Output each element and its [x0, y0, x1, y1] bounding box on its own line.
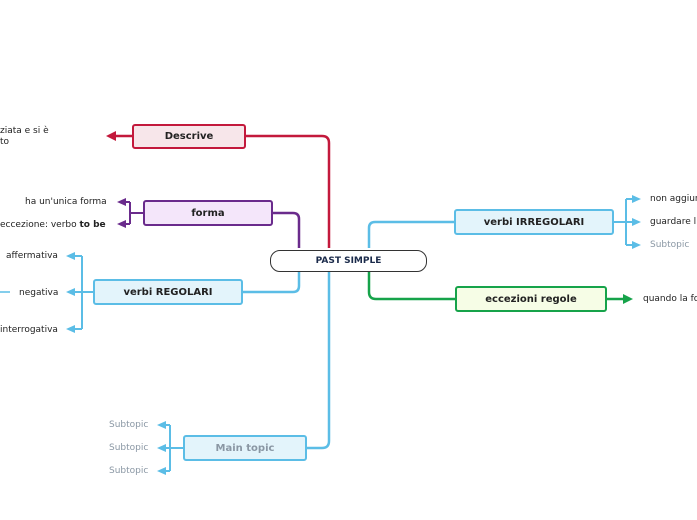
arrow-forma-1 — [117, 198, 126, 206]
subtopic-forma-2[interactable]: eccezione: verbo to be — [0, 220, 106, 230]
subtopic-affermativa[interactable]: affermativa — [6, 251, 58, 261]
topic-descrive-label: Descrive — [164, 131, 214, 142]
topic-verbi-irregolari[interactable]: verbi IRREGOLARI — [454, 209, 614, 235]
subtopic-forma-2-bold: to be — [79, 220, 106, 230]
connector-regolari — [243, 272, 301, 294]
subtopic-irregolari-2[interactable]: guardare l — [650, 217, 697, 227]
subtopic-main-1[interactable]: Subtopic — [109, 420, 149, 430]
arrow-eccezioni — [623, 294, 633, 304]
connector-irregolari — [367, 220, 454, 248]
arrow-regolari-3 — [66, 325, 75, 333]
subtopic-irregolari-1[interactable]: non aggiun — [650, 194, 697, 204]
topic-verbi-regolari[interactable]: verbi REGOLARI — [93, 279, 243, 305]
connector-eccezioni — [367, 272, 455, 301]
subtopic-main-3[interactable]: Subtopic — [109, 466, 149, 476]
topic-verbi-regolari-label: verbi REGOLARI — [123, 286, 213, 298]
arrow-irr-2 — [632, 218, 641, 226]
subtopic-interrogativa[interactable]: interrogativa — [0, 325, 58, 335]
topic-descrive[interactable]: Descrive — [132, 124, 246, 149]
topic-eccezioni-regole-label: eccezioni regole — [485, 293, 577, 305]
central-topic[interactable]: PAST SIMPLE — [270, 250, 427, 272]
arrow-regolari-2 — [66, 288, 75, 296]
connector-regolari-leaves — [71, 255, 93, 330]
arrow-main-3 — [157, 467, 166, 475]
arrow-main-1 — [157, 421, 166, 429]
arrow-forma-2 — [117, 220, 126, 228]
arrow-irr-1 — [632, 195, 641, 203]
subtopic-descrive-2[interactable]: to — [0, 137, 10, 147]
subtopic-descrive-1[interactable]: ziata e si è — [0, 126, 49, 136]
subtopic-forma-1[interactable]: ha un'unica forma — [25, 197, 107, 207]
connector-descrive — [246, 134, 331, 248]
arrow-regolari-1 — [66, 252, 75, 260]
arrow-irr-3 — [632, 241, 641, 249]
topic-forma-label: forma — [191, 207, 225, 219]
connector-main-topic — [307, 272, 331, 450]
topic-forma[interactable]: forma — [143, 200, 273, 226]
connector-main-topic-leaves — [164, 424, 183, 472]
arrow-main-2 — [157, 444, 166, 452]
topic-main-topic-label: Main topic — [215, 442, 275, 454]
connector-forma — [273, 211, 301, 248]
topic-main-topic[interactable]: Main topic — [183, 435, 307, 461]
arrow-descrive — [106, 131, 116, 141]
subtopic-irregolari-3[interactable]: Subtopic — [650, 240, 690, 250]
topic-eccezioni-regole[interactable]: eccezioni regole — [455, 286, 607, 312]
subtopic-negativa[interactable]: negativa — [19, 288, 59, 298]
connector-forma-leaves — [122, 201, 143, 225]
connector-irregolari-leaves — [614, 198, 634, 246]
central-topic-label: PAST SIMPLE — [315, 256, 382, 266]
subtopic-main-2[interactable]: Subtopic — [109, 443, 149, 453]
subtopic-eccezioni-1[interactable]: quando la fo — [643, 294, 697, 304]
topic-verbi-irregolari-label: verbi IRREGOLARI — [483, 216, 585, 228]
